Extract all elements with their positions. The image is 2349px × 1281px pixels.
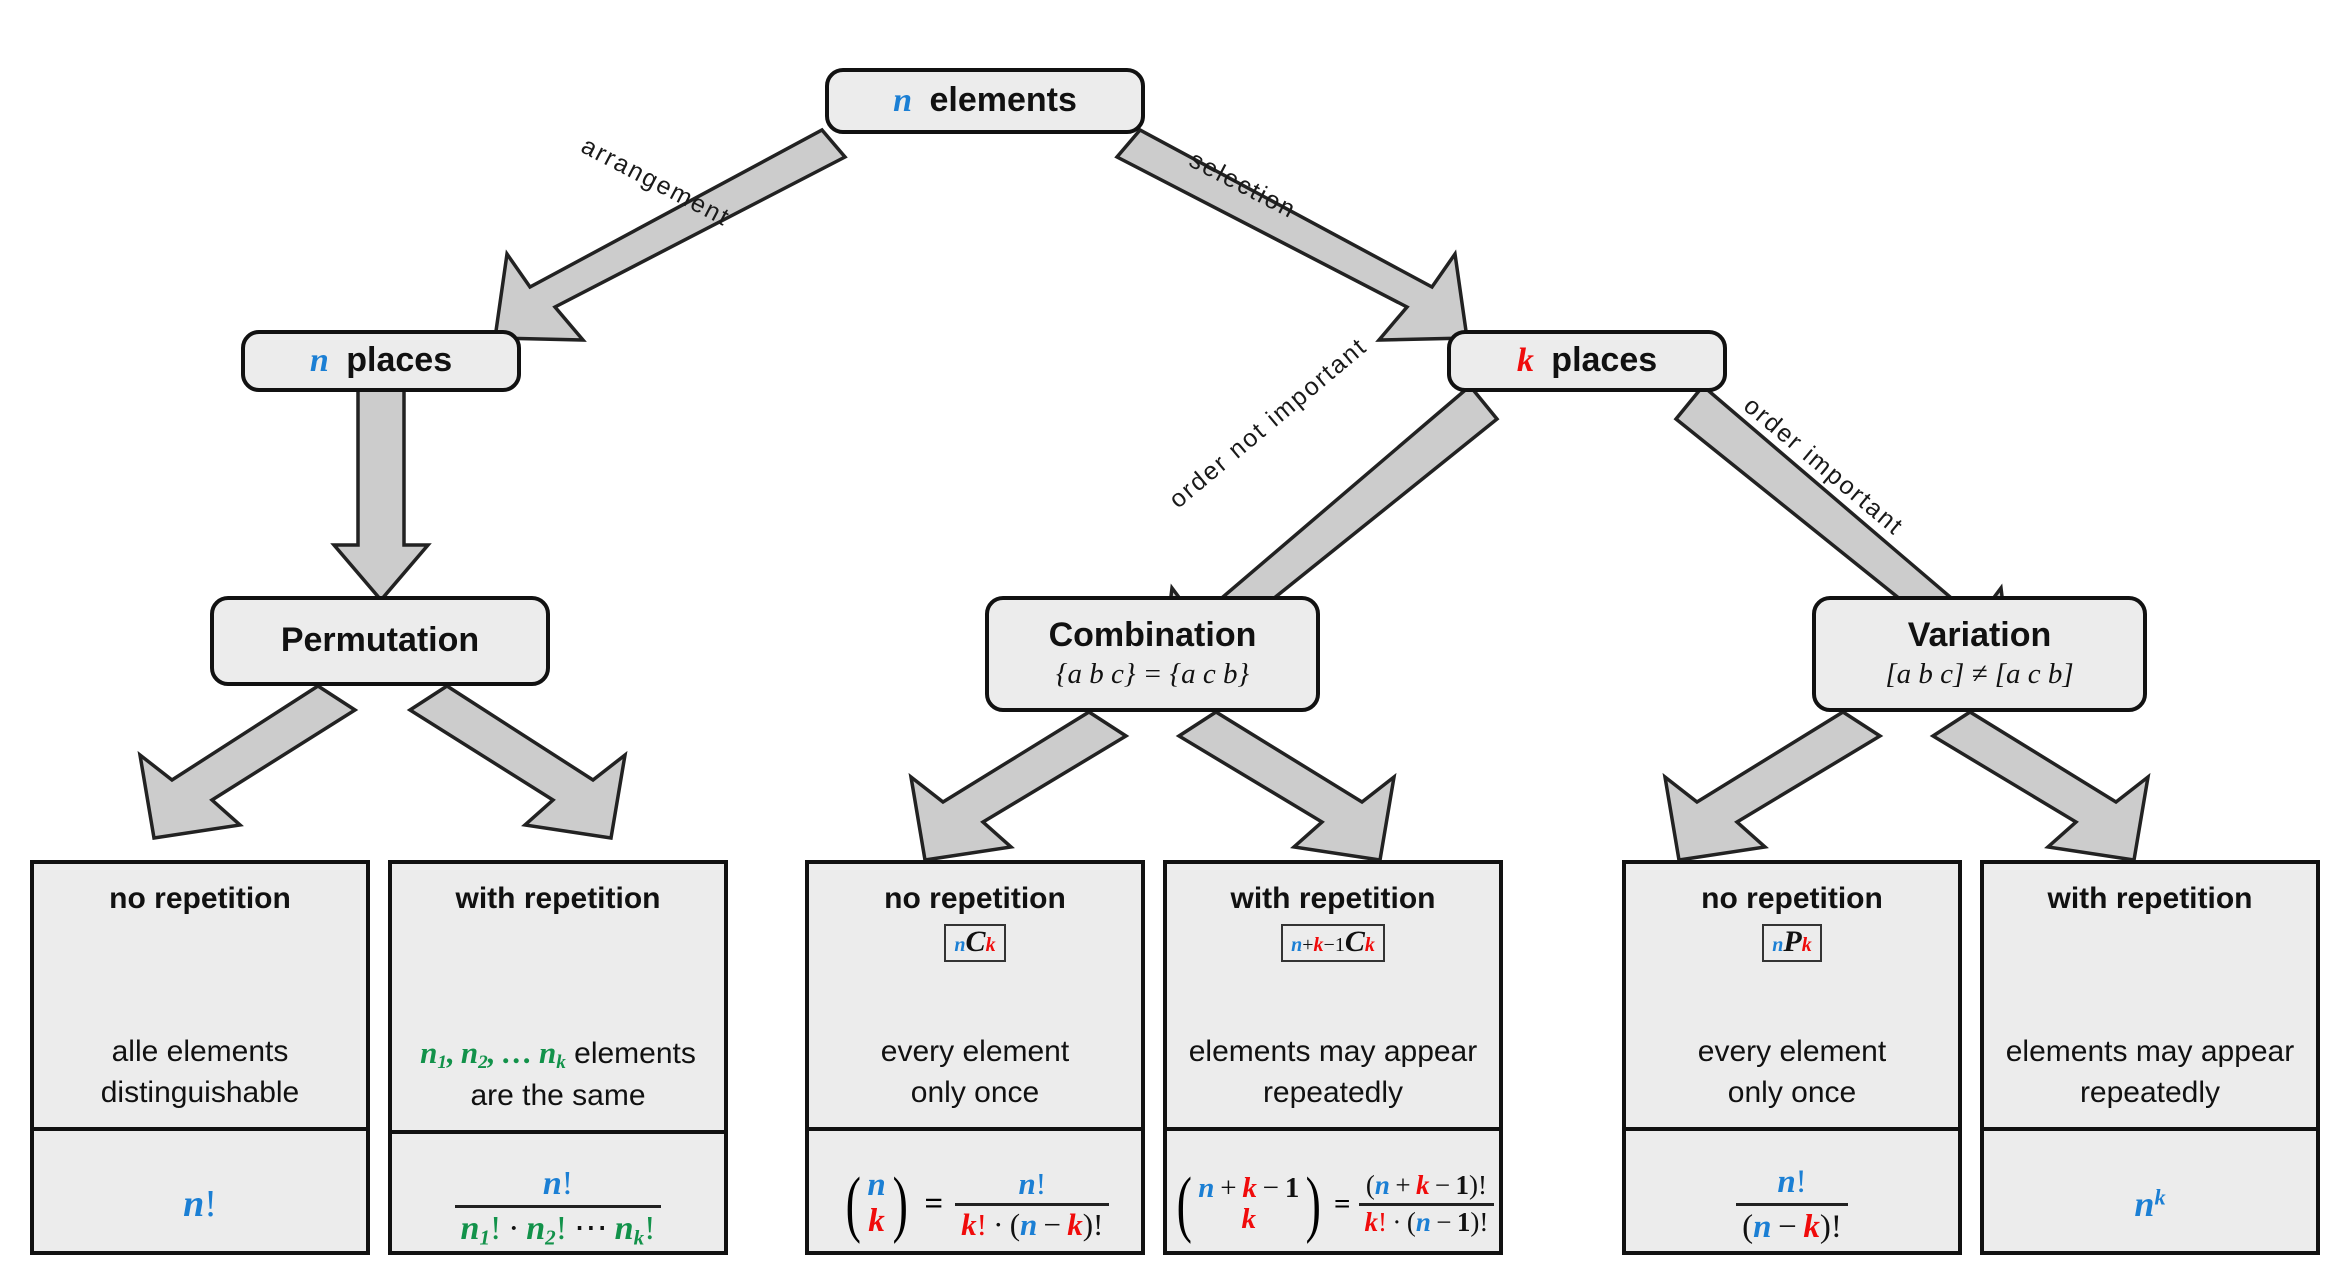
leaf-permutation-no-repetition[interactable]: no repetition alle elements distinguisha… [30,860,370,1255]
leaf-heading: no repetition [884,882,1066,915]
desc-line: elements may appear [1188,1035,1478,1068]
arrow-permutation-no-repetition [137,683,359,840]
leaf-top: no repetition nPk [1626,864,1958,1032]
arrow-permutation-with-repetition [406,683,628,840]
leaf-variation-no-repetition[interactable]: no repetition nPk every element only onc… [1622,860,1962,1255]
node-permutation-title: Permutation [280,621,480,660]
edge-label-order-not-important: order not important [1163,332,1373,514]
node-n-places[interactable]: n places [241,330,521,392]
leaf-formula: n! n1! · n2! ⋯ nk! [392,1130,724,1280]
leaf-top: with repetition [392,864,724,1032]
leaf-description: elements may appear repeatedly [1167,1032,1499,1127]
arrow-combination-no-repetition [908,709,1130,862]
arrow-variation-with-repetition [1929,709,2151,862]
leaf-combination-with-repetition[interactable]: with repetition n+k−1Ck elements may app… [1163,860,1503,1255]
desc-line: repeatedly [2079,1075,2221,1109]
node-combination-example: {a b c} = {a c b} [1055,658,1250,691]
leaf-description: n1, n2, … nk elements are the same [392,1032,724,1130]
desc-line: are the same [470,1078,646,1112]
leaf-formula: n! [34,1127,366,1277]
node-n-elements-label: n elements [893,81,1077,120]
desc-line: elements may appear [2005,1035,2295,1068]
node-combination-title: Combination [1048,615,1257,654]
leaf-notation: n+k−1Ck [1281,924,1385,962]
leaf-formula: nk [1984,1127,2316,1277]
node-k-places-label: k places [1516,341,1658,380]
node-k-places[interactable]: k places [1447,330,1727,392]
desc-line: every element [1697,1035,1887,1068]
desc-line: alle elements [111,1035,289,1068]
edge-label-arrangement: arrangement [576,131,735,233]
leaf-description: every element only once [809,1032,1141,1127]
node-permutation[interactable]: Permutation [210,596,550,686]
edge-label-order-important: order important [1738,391,1910,542]
leaf-description: every element only once [1626,1032,1958,1127]
node-variation-example: [a b c] ≠ [a c b] [1885,658,2074,691]
leaf-permutation-with-repetition[interactable]: with repetition n1, n2, … nk elements ar… [388,860,728,1255]
leaf-notation: nPk [1762,924,1822,962]
desc-line: only once [910,1075,1040,1109]
leaf-formula: n! (n − k)! [1626,1127,1958,1277]
arrow-variation-no-repetition [1662,709,1884,862]
leaf-top: with repetition [1984,864,2316,1032]
leaf-heading: no repetition [109,882,291,915]
leaf-top: no repetition nCk [809,864,1141,1032]
arrow-combination-with-repetition [1175,709,1397,862]
leaf-description: elements may appear repeatedly [1984,1032,2316,1127]
leaf-combination-no-repetition[interactable]: no repetition nCk every element only onc… [805,860,1145,1255]
leaf-formula: ( n + k − 1 k ) = (n + k − 1)! k! · (n −… [1167,1127,1499,1277]
edge-label-selection: selection [1184,145,1302,225]
desc-line: distinguishable [100,1075,300,1109]
arrow-arrangement [492,127,848,342]
leaf-notation: nCk [944,924,1006,962]
desc-line: only once [1727,1075,1857,1109]
node-combination[interactable]: Combination {a b c} = {a c b} [985,596,1320,712]
desc-line: every element [880,1035,1070,1068]
desc-line: repeatedly [1262,1075,1404,1109]
leaf-heading: with repetition [455,882,661,915]
node-n-elements[interactable]: n elements [825,68,1145,134]
leaf-heading: with repetition [2047,882,2253,915]
leaf-variation-with-repetition[interactable]: with repetition elements may appear repe… [1980,860,2320,1255]
leaf-top: with repetition n+k−1Ck [1167,864,1499,1032]
node-variation[interactable]: Variation [a b c] ≠ [a c b] [1812,596,2147,712]
node-variation-title: Variation [1907,615,2052,654]
arrow-n-places-permutation [330,388,432,603]
desc-line: n1, n2, … nk elements [420,1035,696,1073]
leaf-heading: no repetition [1701,882,1883,915]
node-n-places-label: n places [309,341,453,380]
leaf-top: no repetition [34,864,366,1032]
leaf-description: alle elements distinguishable [34,1032,366,1127]
leaf-heading: with repetition [1230,882,1436,915]
arrow-selection [1114,127,1470,342]
